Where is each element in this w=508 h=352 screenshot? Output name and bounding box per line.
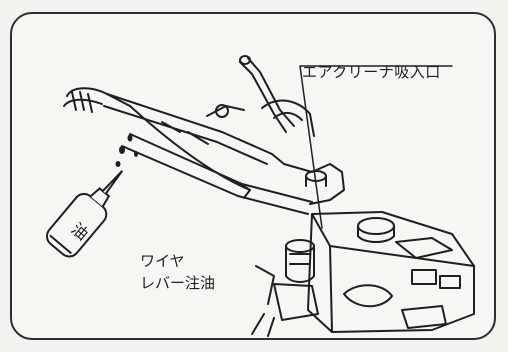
oil-drops-icon [115,134,138,167]
air-intake-leader-line [299,65,453,229]
top-lever [239,61,287,133]
fuel-cap [357,217,395,235]
wire-label-line2: レバー注油 [140,274,216,292]
tiller-illustration: 油 [46,55,475,337]
wire-label-line1: ワイヤ [140,252,185,270]
illustration-frame: 油 エアクリーナ吸入口 ワイヤ レバー注油 [10,12,496,340]
wire-lever-label: ワイヤ レバー注油 [140,250,215,294]
oil-can-icon [46,170,124,258]
air-intake-label: エアクリーナ吸入口 [302,63,441,81]
engine-body [307,211,475,333]
control-wire [129,105,251,191]
